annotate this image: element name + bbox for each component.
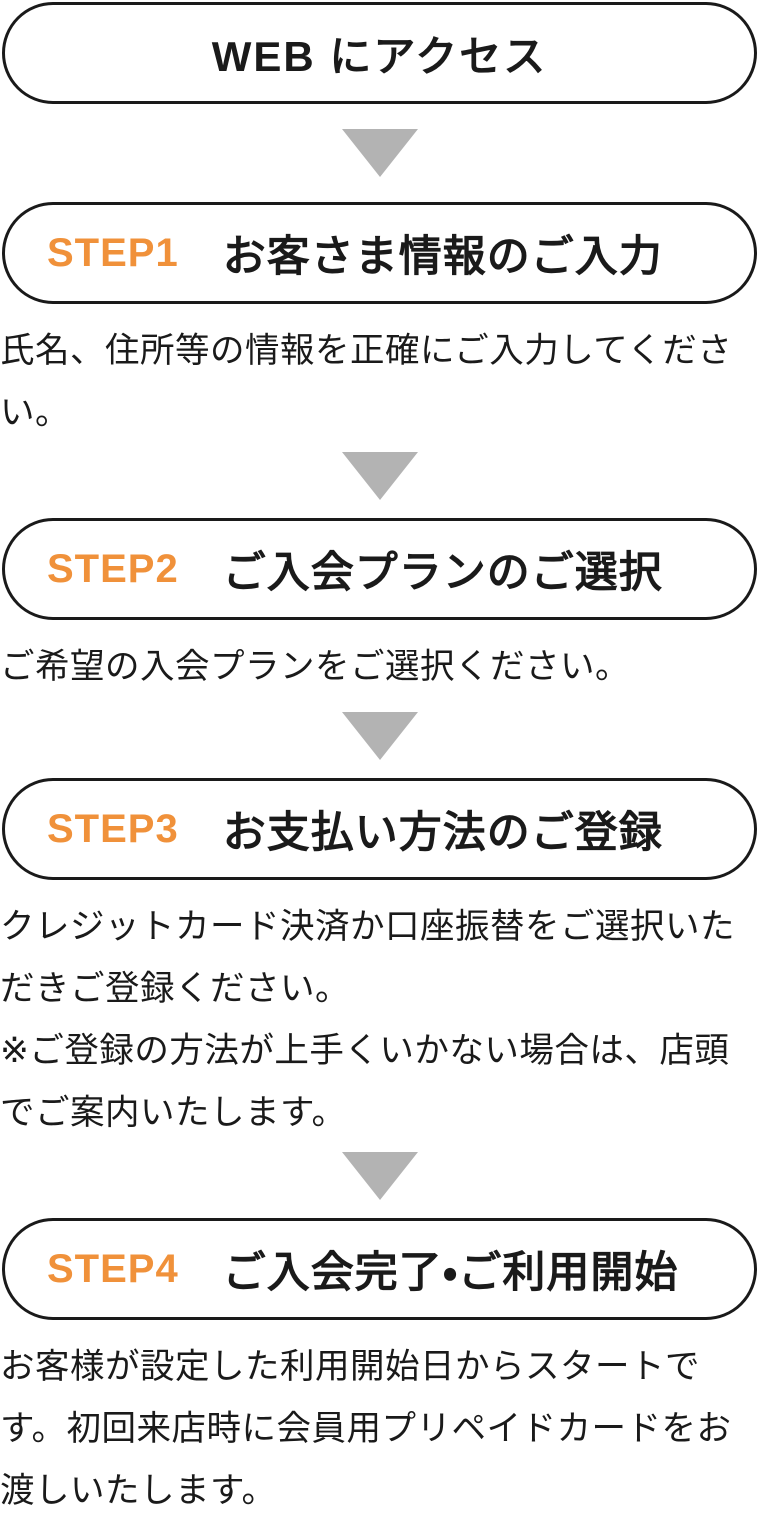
step-3-section: STEP3 お支払い方法のご登録 クレジットカード決済か口座振替をご選択いただき…	[0, 778, 759, 1144]
step2-pill: STEP2 ご入会プランのご選択	[2, 518, 757, 620]
step3-pill: STEP3 お支払い方法のご登録	[2, 778, 757, 880]
arrow-row-3	[0, 698, 759, 778]
down-arrow-icon	[341, 452, 418, 500]
step4-title: ご入会完了・ご利用開始	[222, 1249, 679, 1297]
step1-description: 氏名、住所等の情報を正確にご入力してください。	[0, 332, 733, 432]
step-2-section: STEP2 ご入会プランのご選択 ご希望の入会プランをご選択ください。	[0, 518, 759, 698]
step4-label: STEP4	[47, 1246, 179, 1291]
step4-description: お客様が設定した利用開始日からスタートです。初回来店時に会員用プリペイドカードを…	[0, 1348, 732, 1510]
down-arrow-icon	[341, 712, 418, 760]
step3-description: クレジットカード決済か口座振替をご選択いただきご登録ください。	[0, 908, 735, 1008]
step1-title: お客さま情報のご入力	[222, 233, 663, 281]
flow-start-pill: WEB にアクセス	[2, 2, 757, 104]
step1-label: STEP1	[47, 230, 179, 275]
step2-label: STEP2	[47, 546, 179, 591]
arrow-row-1	[0, 104, 759, 202]
step-1-section: STEP1 お客さま情報のご入力 氏名、住所等の情報を正確にご入力してください。	[0, 202, 759, 444]
arrow-row-2	[0, 444, 759, 518]
step-4-section: STEP4 ご入会完了・ご利用開始 お客様が設定した利用開始日からスタートです。…	[0, 1218, 759, 1522]
step3-title: お支払い方法のご登録	[222, 809, 663, 857]
step4-pill: STEP4 ご入会完了・ご利用開始	[2, 1218, 757, 1320]
step1-pill: STEP1 お客さま情報のご入力	[2, 202, 757, 304]
step3-label: STEP3	[47, 806, 179, 851]
arrow-row-4	[0, 1144, 759, 1218]
down-arrow-icon	[341, 129, 418, 177]
down-arrow-icon	[341, 1152, 418, 1200]
step2-description: ご希望の入会プランをご選択ください。	[0, 648, 630, 686]
step2-title: ご入会プランのご選択	[222, 549, 663, 597]
step3-note: ※ご登録の方法が上手くいかない場合は、店頭でご案内いたします。	[0, 1032, 730, 1132]
flow-start-title: WEB にアクセス	[211, 32, 548, 80]
